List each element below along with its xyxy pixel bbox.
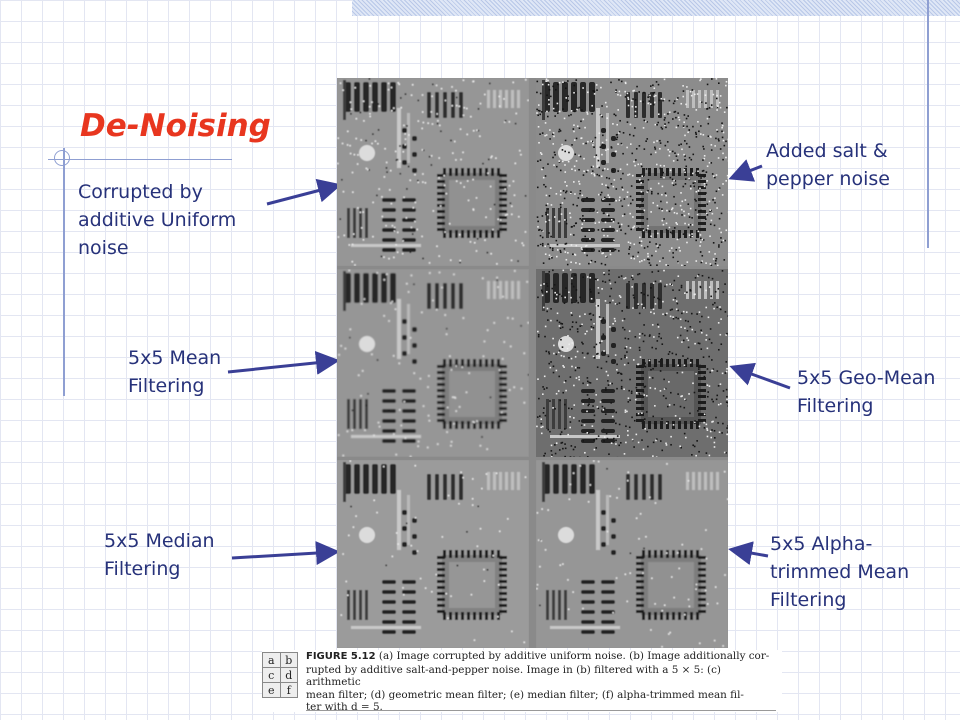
arrow-median — [231, 541, 340, 566]
label-alpha-trimmed-filtering: 5x5 Alpha- trimmed Mean Filtering — [770, 533, 910, 611]
caption-text: FIGURE 5.12 (a) Image corrupted by addit… — [306, 650, 778, 714]
panel-c-mean-filter — [337, 269, 529, 457]
title-underline — [48, 159, 232, 160]
caption-line: mean filter; (d) geometric mean filter; … — [306, 688, 744, 701]
panel-e-median-filter — [337, 460, 529, 648]
arrow-geo-mean — [729, 362, 791, 390]
arrow-mean — [227, 350, 340, 375]
caption-line: rupted by additive salt-and-pepper noise… — [306, 663, 721, 689]
slide-title: De-Noising — [80, 108, 271, 144]
caption-figure-label: FIGURE 5.12 — [306, 651, 376, 662]
panel-d-geo-mean-filter — [536, 269, 728, 457]
arrow-alpha — [728, 541, 769, 565]
caption-rule — [306, 710, 776, 711]
caption-line: (a) Image corrupted by additive uniform … — [378, 650, 770, 662]
arrow-salt-pepper — [728, 159, 763, 182]
caption-line: ter with d = 5. — [306, 701, 383, 713]
label-corrupted: Corrupted by additive Uniform noise — [78, 181, 237, 259]
label-median-filtering: 5x5 Median Filtering — [104, 530, 215, 580]
panel-b-salt-pepper — [536, 78, 728, 266]
bullet-circle-icon — [54, 150, 70, 166]
label-geo-mean-filtering: 5x5 Geo-Mean Filtering — [797, 367, 936, 417]
decorative-top-bar — [352, 0, 960, 16]
arrow-corrupted — [266, 178, 342, 206]
panel-f-alpha-trimmed-filter — [536, 460, 728, 648]
panel-a-uniform-noise — [337, 78, 529, 266]
decorative-right-line — [927, 0, 929, 248]
label-salt-pepper: Added salt & pepper noise — [766, 140, 890, 190]
circuit-image-grid — [337, 78, 728, 648]
decorative-left-line — [63, 148, 65, 396]
label-mean-filtering: 5x5 Mean Filtering — [128, 347, 222, 397]
